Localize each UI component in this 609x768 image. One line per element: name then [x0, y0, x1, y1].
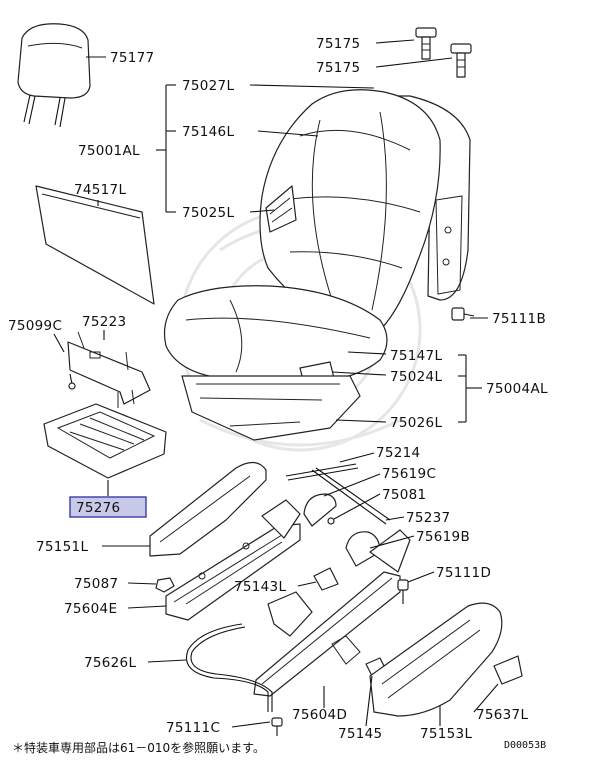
part-label[interactable]: 75626L — [84, 655, 136, 671]
bolt-75111C[interactable] — [271, 717, 283, 736]
cover-plate-75619C[interactable] — [303, 493, 337, 527]
part-label[interactable]: 75619C — [382, 466, 436, 482]
part-label[interactable]: 75637L — [476, 707, 528, 723]
part-label[interactable]: 75619B — [416, 529, 470, 545]
part-label[interactable]: 75604E — [64, 601, 117, 617]
part-label[interactable]: 75081 — [382, 487, 426, 503]
seat-back-cushion[interactable] — [259, 89, 441, 331]
bolt-75111D[interactable] — [397, 579, 409, 604]
diagram-code: D00053B — [504, 740, 546, 751]
footer-note: ＊特装車専用部品は61－010を参照願います。 — [12, 740, 265, 755]
rod-75237[interactable] — [311, 467, 391, 525]
part-label[interactable]: 75111C — [166, 720, 220, 736]
screw-75099C[interactable] — [68, 373, 76, 390]
part-label[interactable]: 75087 — [74, 576, 118, 592]
headrest-guide-75175-lower[interactable] — [450, 43, 472, 78]
cable-75626L[interactable] — [186, 623, 273, 712]
part-label[interactable]: 75099C — [8, 318, 62, 334]
bracket-75143L[interactable] — [313, 567, 339, 591]
part-label[interactable]: 75001AL — [78, 143, 140, 159]
headrest-75177[interactable] — [17, 23, 91, 128]
knob-75637L[interactable] — [493, 655, 523, 685]
nut-75087[interactable] — [155, 577, 175, 593]
part-label[interactable]: 75024L — [390, 369, 442, 385]
seat-back-pad-75025L[interactable] — [265, 185, 297, 233]
seat-rail-75604D[interactable] — [253, 529, 411, 697]
part-label[interactable]: 75147L — [390, 348, 442, 364]
side-cover-75151L[interactable] — [149, 461, 267, 557]
part-label[interactable]: 75027L — [182, 78, 234, 94]
part-label[interactable]: 75025L — [182, 205, 234, 221]
part-label[interactable]: 75151L — [36, 539, 88, 555]
seat-cushion-75147L[interactable] — [163, 285, 388, 381]
part-label[interactable]: 75276 — [76, 500, 120, 516]
bolt-75111B[interactable] — [451, 307, 475, 321]
part-label[interactable]: 75026L — [390, 415, 442, 431]
part-labels: 75177 75175 75175 75027L 75146L 75001AL … — [8, 36, 548, 742]
part-label[interactable]: 75175 — [316, 60, 360, 76]
part-label[interactable]: 75237 — [406, 510, 450, 526]
back-board-74517L[interactable] — [35, 185, 155, 305]
seat-cushion-frame-75026L[interactable] — [181, 375, 361, 441]
torsion-rod-75214[interactable] — [285, 463, 359, 481]
part-label[interactable]: 75604D — [292, 707, 347, 723]
part-label[interactable]: 75111D — [436, 565, 491, 581]
bracket-75223[interactable] — [67, 331, 151, 408]
screw-75081[interactable] — [327, 517, 335, 525]
highlight-box-75276 — [69, 496, 147, 518]
part-label[interactable]: 74517L — [74, 182, 126, 198]
part-label[interactable]: 75175 — [316, 36, 360, 52]
part-label[interactable]: 75145 — [338, 726, 382, 742]
part-label[interactable]: 75004AL — [486, 381, 548, 397]
part-label[interactable]: 75223 — [82, 314, 126, 330]
part-label[interactable]: 75111B — [492, 311, 546, 327]
side-shield-75153L[interactable] — [369, 602, 503, 717]
leader-lines — [53, 39, 499, 728]
seat-tray-75276[interactable] — [43, 403, 167, 479]
part-label[interactable]: 75146L — [182, 124, 234, 140]
seat-rail-75604E[interactable] — [165, 499, 301, 621]
part-label[interactable]: 75153L — [420, 726, 472, 742]
part-label[interactable]: 75143L — [234, 579, 286, 595]
part-label[interactable]: 75214 — [376, 445, 420, 461]
part-label[interactable]: 75177 — [110, 50, 154, 66]
headrest-guide-75175-upper[interactable] — [415, 27, 437, 60]
